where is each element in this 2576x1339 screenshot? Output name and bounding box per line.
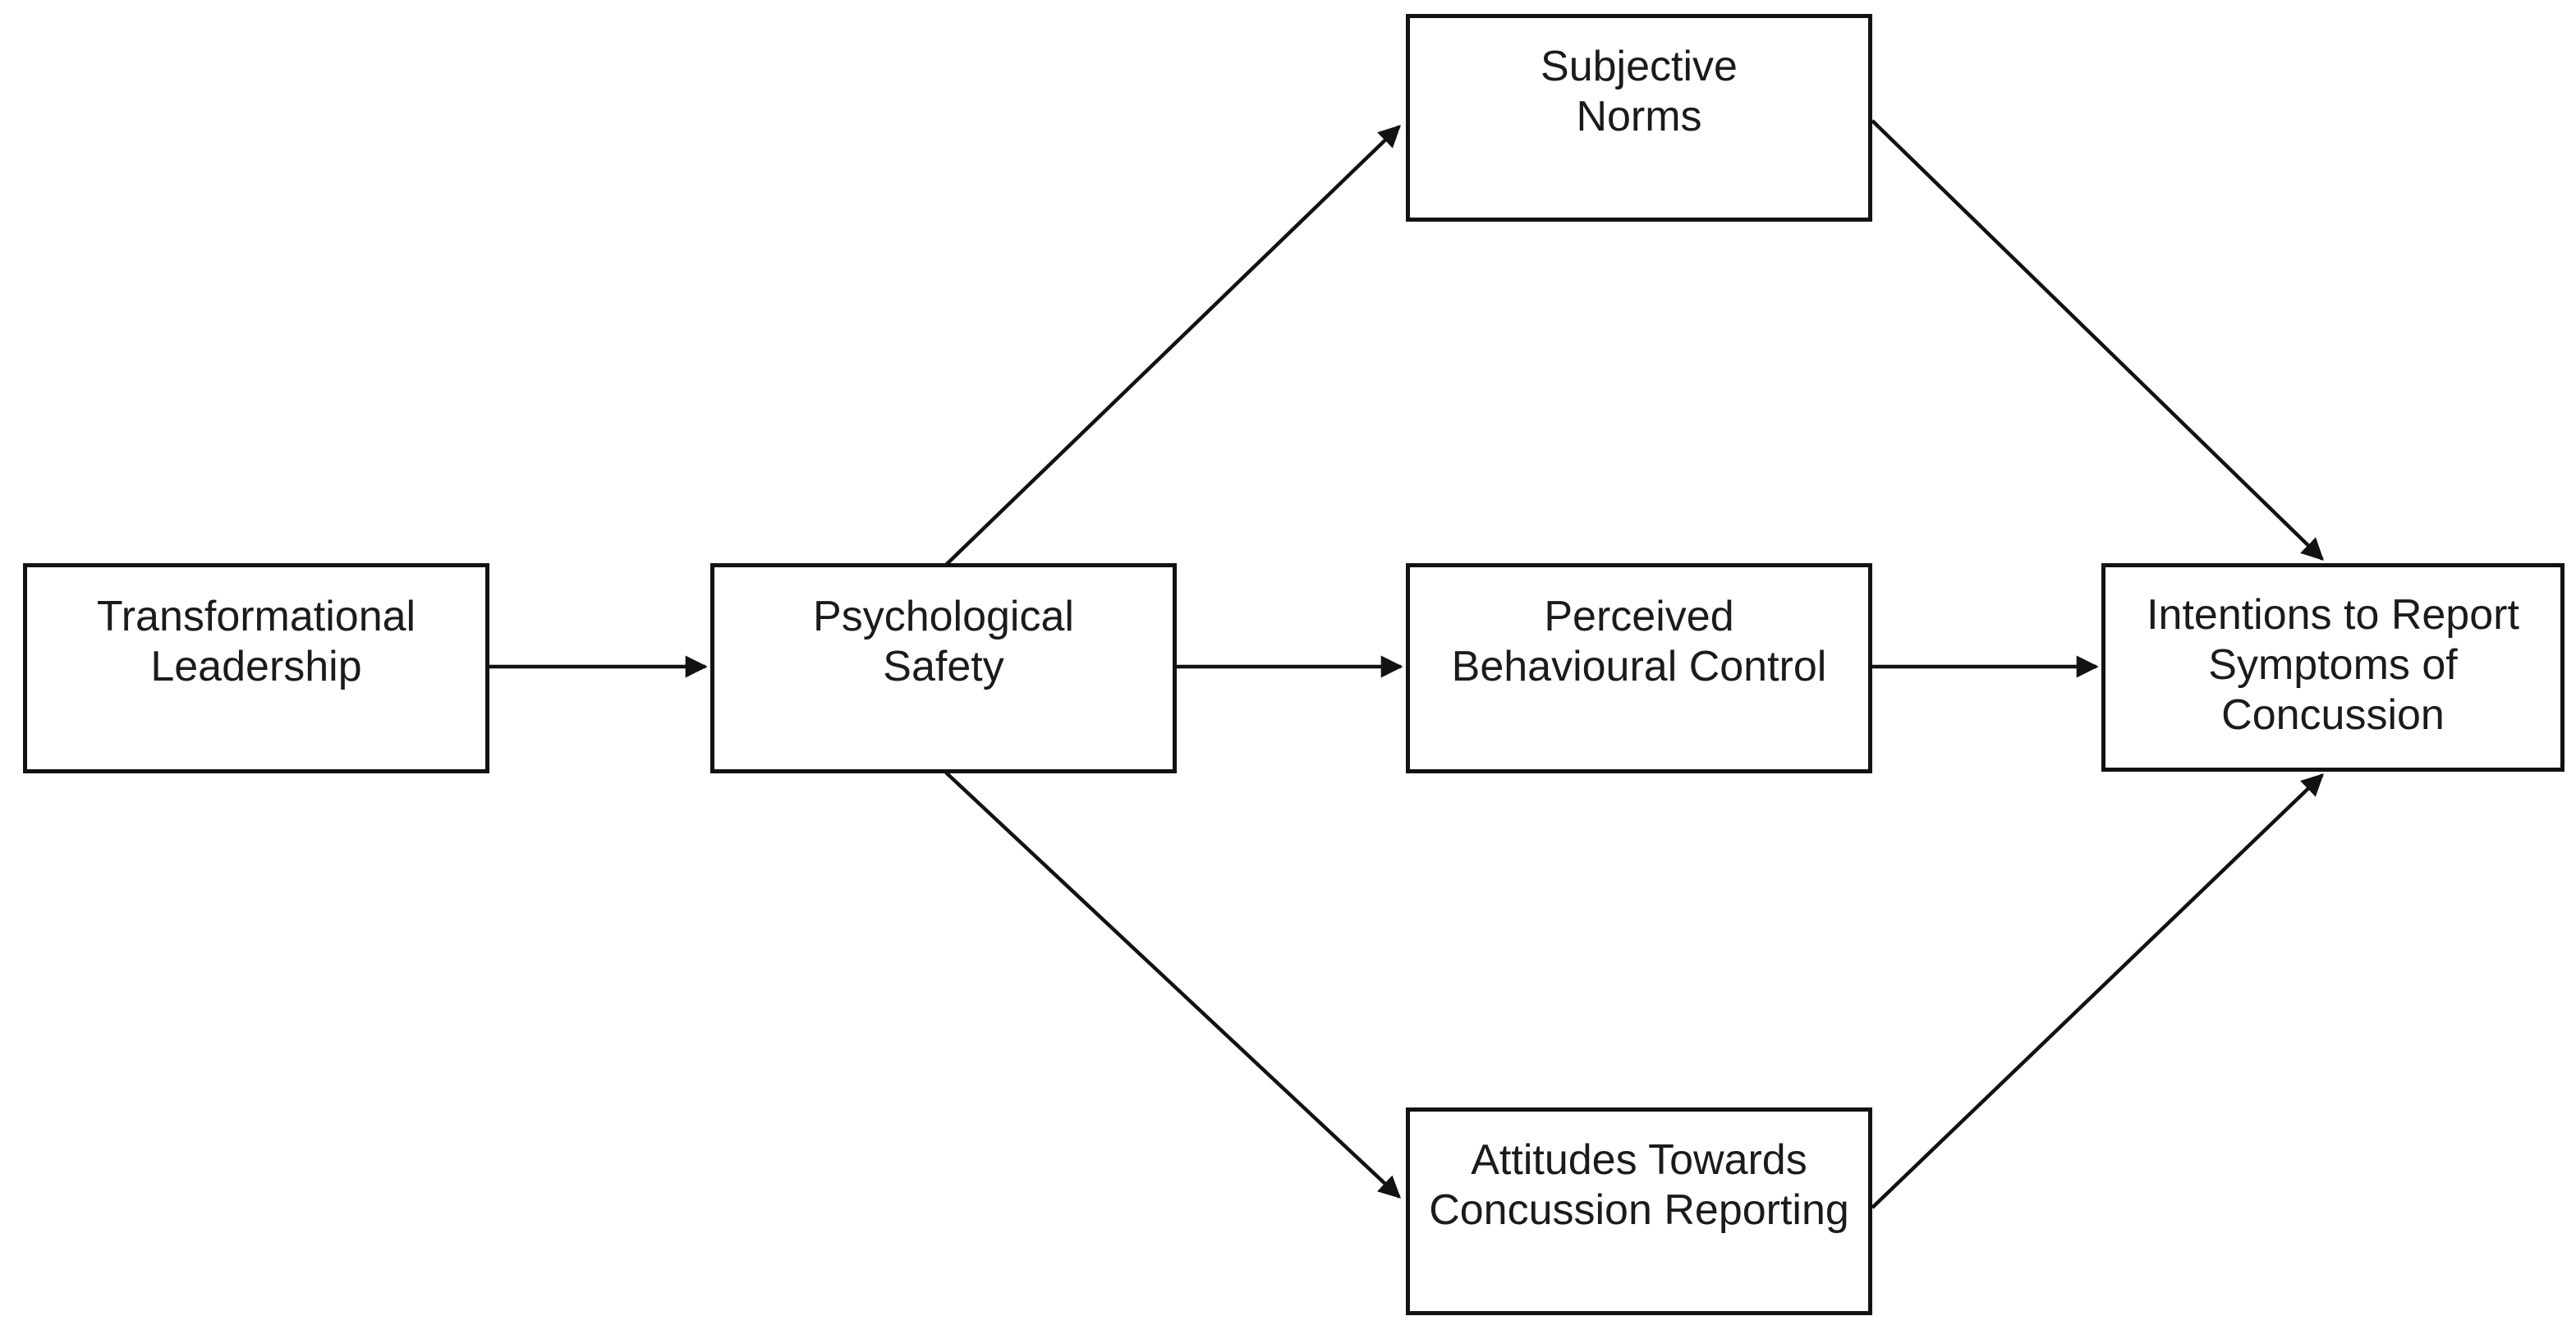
arrow-attitudes-towards-concussion-reporting-to-intentions-to-report-symptoms-of-concussion (1871, 773, 2324, 1209)
node-attitudes-towards-concussion-reporting: Attitudes Towards Concussion Reporting (1406, 1107, 1872, 1315)
node-label-line: Norms (1576, 92, 1702, 140)
node-intentions-to-report-symptoms-of-concussion: Intentions to Report Symptoms of Concuss… (2101, 563, 2565, 772)
node-label-line: Symptoms of (2208, 640, 2458, 689)
node-label-line: Subjective (1541, 42, 1738, 90)
node-label-line: Transformational (96, 593, 416, 640)
node-label-line: Leadership (150, 643, 362, 690)
node-label-line: Concussion (2221, 690, 2445, 739)
node-label-line: Attitudes Towards (1471, 1135, 1807, 1184)
node-psychological-safety: Psychological Safety (710, 563, 1177, 773)
node-label-line: Safety (883, 643, 1004, 690)
node-label-line: Concussion Reporting (1429, 1185, 1849, 1234)
node-transformational-leadership: Transformational Leadership (23, 563, 489, 773)
arrow-psychological-safety-to-subjective-norms (944, 125, 1401, 566)
node-perceived-behavioural-control: Perceived Behavioural Control (1406, 563, 1872, 773)
node-label-line: Behavioural Control (1451, 643, 1827, 690)
node-subjective-norms: Subjective Norms (1406, 14, 1872, 222)
node-label-line: Intentions to Report (2147, 590, 2519, 639)
node-label-line: Psychological (813, 593, 1074, 640)
arrow-subjective-norms-to-intentions-to-report-symptoms-of-concussion (1871, 119, 2324, 561)
node-label-line: Perceived (1544, 593, 1734, 640)
arrow-psychological-safety-to-attitudes-towards-concussion-reporting (944, 771, 1401, 1199)
